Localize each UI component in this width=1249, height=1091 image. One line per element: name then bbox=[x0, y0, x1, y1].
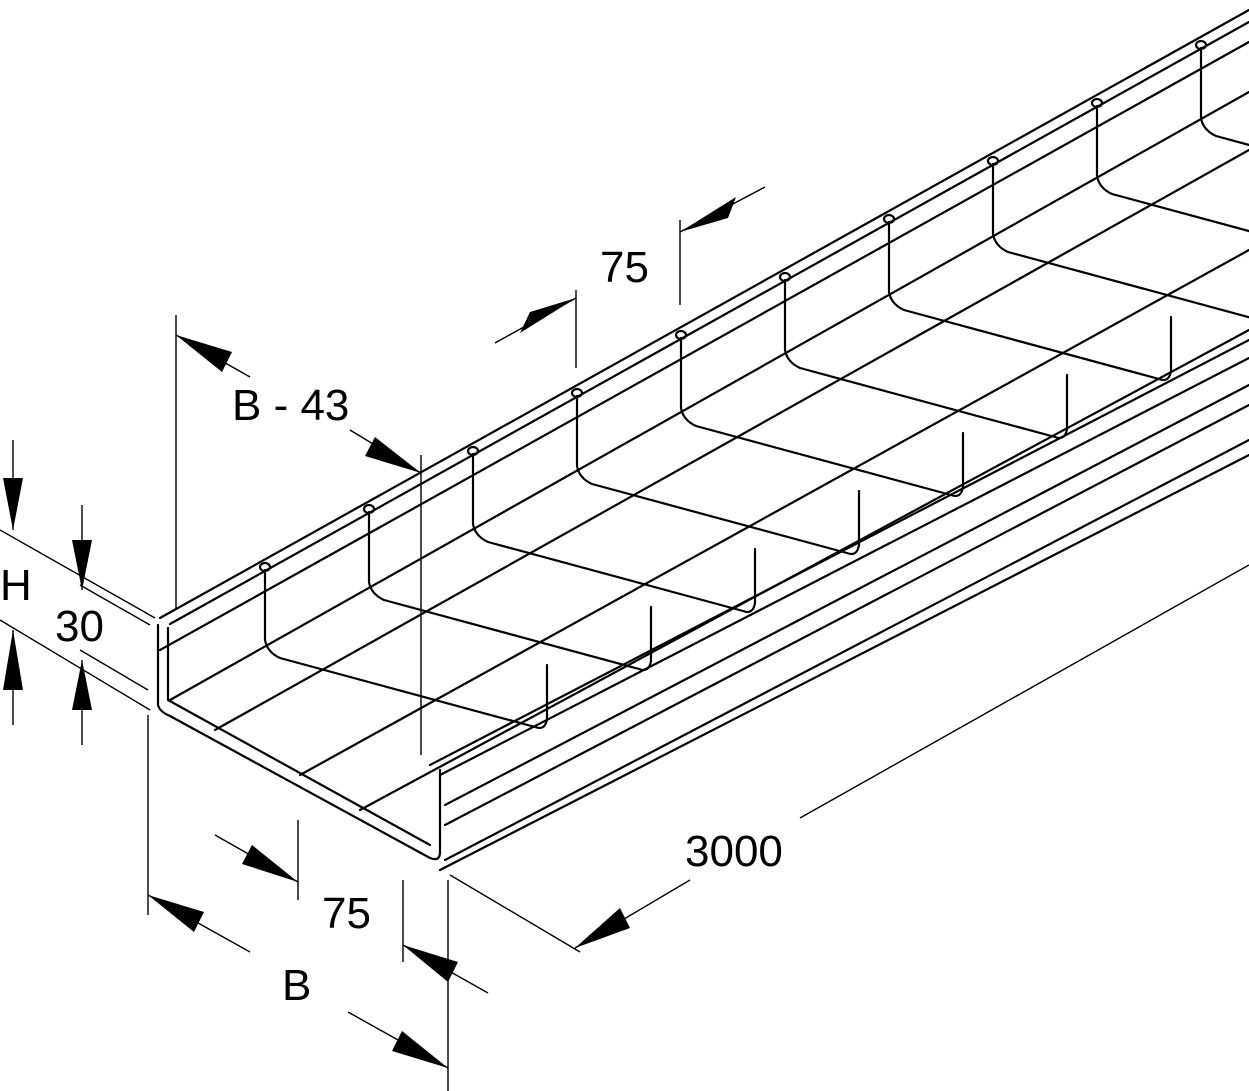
dim-75-bottom-arrow-left bbox=[242, 845, 298, 882]
transverse-u-wire bbox=[575, 394, 861, 556]
dim-30-ext-bottom bbox=[79, 649, 149, 691]
back-top-rail bbox=[158, 8, 1249, 620]
dim-b43-arrow-right bbox=[365, 437, 421, 473]
dim-h-ext-top bbox=[0, 529, 156, 619]
transverse-u-wire bbox=[991, 162, 1249, 319]
dim-b-arrow-left bbox=[148, 895, 204, 932]
transverse-u-wire bbox=[471, 452, 757, 614]
weld-point bbox=[986, 155, 1000, 167]
dim-75-bottom-arrow-right bbox=[403, 945, 458, 982]
weld-point bbox=[362, 503, 376, 515]
dim-3000-arrow bbox=[575, 908, 630, 948]
front-mid-rail bbox=[443, 383, 1249, 807]
transverse-u-wire bbox=[1095, 104, 1249, 233]
dimension-labels: 75 B - 43 H 30 75 B 3000 bbox=[0, 243, 783, 1010]
transverse-wires bbox=[258, 39, 1249, 730]
end-cross-wire bbox=[156, 623, 442, 861]
dim-h-ext-bottom bbox=[0, 619, 151, 711]
weld-point bbox=[1090, 97, 1104, 109]
floor-wire-1 bbox=[213, 148, 1249, 732]
dim-3000-leader-2 bbox=[799, 564, 1249, 819]
dim-b-arrow-right bbox=[392, 1031, 448, 1068]
dim-b43-arrow-left bbox=[176, 335, 232, 372]
transverse-u-wire bbox=[679, 336, 965, 498]
weld-point bbox=[466, 445, 480, 457]
label-h: H bbox=[0, 561, 32, 610]
dim-h-arrow-top bbox=[3, 478, 23, 530]
weld-point bbox=[570, 387, 584, 399]
front-bottom-rail-2 bbox=[438, 453, 1249, 872]
weld-point bbox=[778, 271, 792, 283]
dimension-lines bbox=[0, 186, 1249, 1091]
front-bottom-rail bbox=[443, 438, 1249, 862]
transverse-u-wire bbox=[1199, 46, 1249, 147]
label-3000: 3000 bbox=[685, 827, 783, 876]
label-30: 30 bbox=[55, 602, 104, 651]
floor-wire-2 bbox=[298, 248, 1249, 777]
dim-30-arrow-top bbox=[72, 540, 92, 590]
dim-h-arrow-bottom bbox=[3, 630, 23, 690]
transverse-u-wire bbox=[263, 568, 549, 730]
cable-tray-mesh bbox=[156, 8, 1249, 872]
dim-30-arrow-bottom bbox=[72, 660, 92, 710]
weld-point bbox=[674, 329, 688, 341]
back-top-rail-inner bbox=[168, 20, 1249, 626]
weld-point bbox=[882, 213, 896, 225]
end-cross-wire-inner bbox=[166, 626, 432, 847]
label-75-top: 75 bbox=[600, 243, 649, 292]
dim-3000-ext-front bbox=[449, 874, 581, 953]
dim-30-ext-top bbox=[79, 584, 151, 626]
front-mid-rail-2 bbox=[443, 403, 1249, 827]
label-75-bottom: 75 bbox=[322, 889, 371, 938]
front-top-rail-inner bbox=[438, 356, 1249, 777]
transverse-u-wire bbox=[367, 510, 653, 672]
label-b-minus-43: B - 43 bbox=[232, 381, 349, 430]
back-mid-rail bbox=[158, 40, 1249, 652]
dim-75-top-arrow-right bbox=[680, 197, 736, 232]
front-top-rail bbox=[428, 338, 1249, 767]
transverse-u-wire bbox=[783, 278, 1069, 440]
weld-point bbox=[1194, 39, 1208, 51]
weld-point bbox=[258, 561, 272, 573]
transverse-u-wire bbox=[887, 220, 1173, 382]
back-bottom-rail bbox=[168, 90, 1249, 702]
dim-75-top-arrow-left bbox=[520, 298, 576, 333]
label-b: B bbox=[282, 961, 311, 1010]
